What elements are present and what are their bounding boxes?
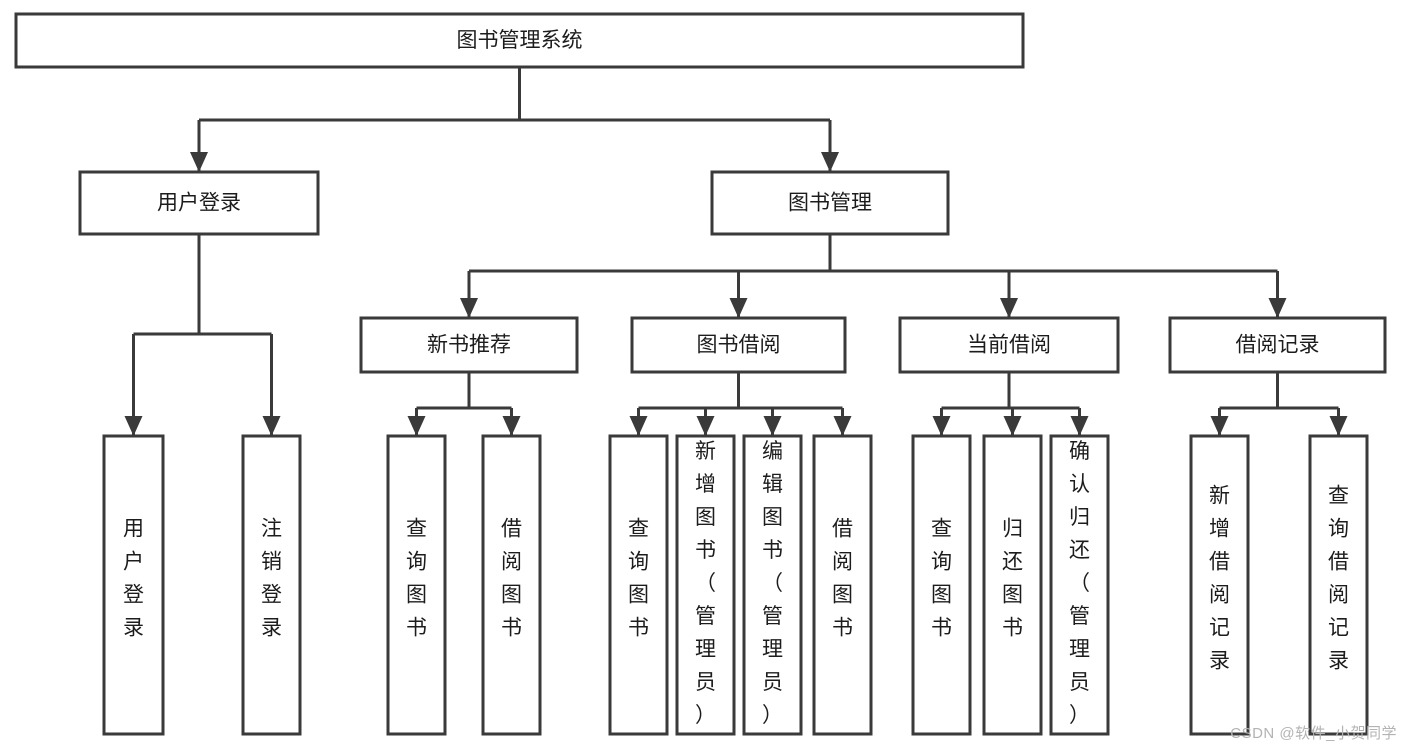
- node-leaf-query-borrow-record-label: 查询借阅记录: [1328, 485, 1349, 673]
- node-leaf-query-book-recommend-label: 查询图书: [406, 518, 427, 640]
- node-leaf-logout-box: [241, 434, 302, 736]
- node-root-root-box: [14, 12, 1025, 69]
- edge-borrow-record-to-leaf-query-borrow-record-arrow: [1329, 416, 1348, 436]
- node-leaf-query-borrow-record[interactable]: 查询借阅记录: [1308, 434, 1369, 736]
- node-leaf-add-book-box: [675, 434, 736, 736]
- node-current-borrow-box: [898, 316, 1120, 374]
- node-borrow-record[interactable]: 借阅记录: [1168, 316, 1387, 374]
- node-root-root[interactable]: 图书管理系统: [14, 12, 1025, 69]
- node-leaf-query-borrow-record-box: [1308, 434, 1369, 736]
- node-leaf-user-login-label: 用户登录: [123, 518, 144, 640]
- node-leaf-query-book-current-box: [911, 434, 972, 736]
- node-leaf-add-borrow-record[interactable]: 新增借阅记录: [1189, 434, 1250, 736]
- node-book-borrow-box: [630, 316, 847, 374]
- node-leaf-confirm-return-label: 确认归还（管理员）: [1069, 440, 1090, 727]
- node-leaf-return-book-box: [982, 434, 1043, 736]
- node-leaf-confirm-return-box: [1049, 434, 1110, 736]
- node-new-book-recommend[interactable]: 新书推荐: [359, 316, 579, 374]
- node-leaf-add-book-label: 新增图书（管理员）: [695, 440, 716, 727]
- node-leaf-edit-book-label: 编辑图书（管理员）: [762, 440, 783, 727]
- node-leaf-query-book-current[interactable]: 查询图书: [911, 434, 972, 736]
- node-leaf-query-book-current-label: 查询图书: [931, 518, 952, 640]
- connector-layer: [124, 67, 1348, 436]
- edge-book-borrow-to-leaf-query-book-borrow-arrow: [629, 416, 648, 436]
- node-borrow-record-box: [1168, 316, 1387, 374]
- node-leaf-add-borrow-record-box: [1189, 434, 1250, 736]
- node-leaf-query-book-recommend[interactable]: 查询图书: [386, 434, 447, 736]
- node-leaf-logout-label: 注销登录: [261, 518, 282, 640]
- node-leaf-borrow-book[interactable]: 借阅图书: [812, 434, 873, 736]
- node-leaf-user-login-box: [102, 434, 165, 736]
- node-leaf-query-book-borrow-label: 查询图书: [628, 518, 649, 640]
- node-leaf-borrow-book-recommend[interactable]: 借阅图书: [481, 434, 542, 736]
- edge-new-book-recommend-to-leaf-query-book-recommend-arrow: [407, 416, 426, 436]
- node-root-root-label: 图书管理系统: [457, 29, 583, 52]
- node-new-book-recommend-box: [359, 316, 579, 374]
- node-leaf-query-book-borrow[interactable]: 查询图书: [608, 434, 669, 736]
- edge-current-borrow-to-leaf-return-book-arrow: [1003, 416, 1022, 436]
- node-leaf-add-borrow-record-label: 新增借阅记录: [1209, 485, 1230, 673]
- node-user-login-label: 用户登录: [157, 192, 241, 215]
- node-leaf-query-book-borrow-box: [608, 434, 669, 736]
- edge-user-login-to-leaf-user-login-arrow: [124, 416, 143, 436]
- node-leaf-borrow-book-recommend-label: 借阅图书: [501, 518, 522, 640]
- edge-book-borrow-to-leaf-edit-book-arrow: [763, 416, 782, 436]
- node-current-borrow-label: 当前借阅: [967, 334, 1051, 357]
- node-book-manage-box: [710, 170, 950, 236]
- node-book-borrow[interactable]: 图书借阅: [630, 316, 847, 374]
- edge-book-manage-to-book-borrow-arrow: [729, 298, 748, 318]
- node-book-borrow-label: 图书借阅: [697, 334, 781, 357]
- node-leaf-edit-book[interactable]: 编辑图书（管理员）: [742, 434, 803, 736]
- node-leaf-user-login[interactable]: 用户登录: [102, 434, 165, 736]
- node-leaf-add-book[interactable]: 新增图书（管理员）: [675, 434, 736, 736]
- node-book-manage[interactable]: 图书管理: [710, 170, 950, 236]
- node-leaf-return-book-label: 归还图书: [1002, 518, 1023, 640]
- node-user-login[interactable]: 用户登录: [78, 170, 320, 236]
- edge-new-book-recommend-to-leaf-borrow-book-recommend-arrow: [502, 416, 521, 436]
- edge-root-to-book-manage-arrow: [821, 152, 839, 172]
- node-new-book-recommend-label: 新书推荐: [427, 334, 511, 357]
- edge-book-borrow-to-leaf-borrow-book-arrow: [833, 416, 852, 436]
- edge-current-borrow-to-leaf-confirm-return-arrow: [1070, 416, 1089, 436]
- node-book-manage-label: 图书管理: [788, 192, 872, 215]
- node-leaf-borrow-book-box: [812, 434, 873, 736]
- edge-root-to-user-login-arrow: [190, 152, 208, 172]
- node-leaf-logout[interactable]: 注销登录: [241, 434, 302, 736]
- node-leaf-edit-book-box: [742, 434, 803, 736]
- edge-book-manage-to-new-book-recommend-arrow: [460, 298, 478, 318]
- edge-book-manage-to-borrow-record-arrow: [1268, 298, 1287, 318]
- edge-current-borrow-to-leaf-query-book-current-arrow: [932, 416, 951, 436]
- node-leaf-query-book-recommend-box: [386, 434, 447, 736]
- node-leaf-confirm-return[interactable]: 确认归还（管理员）: [1049, 434, 1110, 736]
- watermark-label: CSDN @软件_小贺同学: [1230, 725, 1397, 742]
- node-leaf-return-book[interactable]: 归还图书: [982, 434, 1043, 736]
- node-leaf-borrow-book-label: 借阅图书: [832, 518, 853, 640]
- edge-borrow-record-to-leaf-add-borrow-record-arrow: [1210, 416, 1229, 436]
- node-user-login-box: [78, 170, 320, 236]
- node-borrow-record-label: 借阅记录: [1236, 334, 1320, 357]
- node-current-borrow[interactable]: 当前借阅: [898, 316, 1120, 374]
- node-leaf-borrow-book-recommend-box: [481, 434, 542, 736]
- edge-book-borrow-to-leaf-add-book-arrow: [696, 416, 715, 436]
- edge-user-login-to-leaf-logout-arrow: [262, 416, 281, 436]
- edge-book-manage-to-current-borrow-arrow: [1000, 298, 1018, 318]
